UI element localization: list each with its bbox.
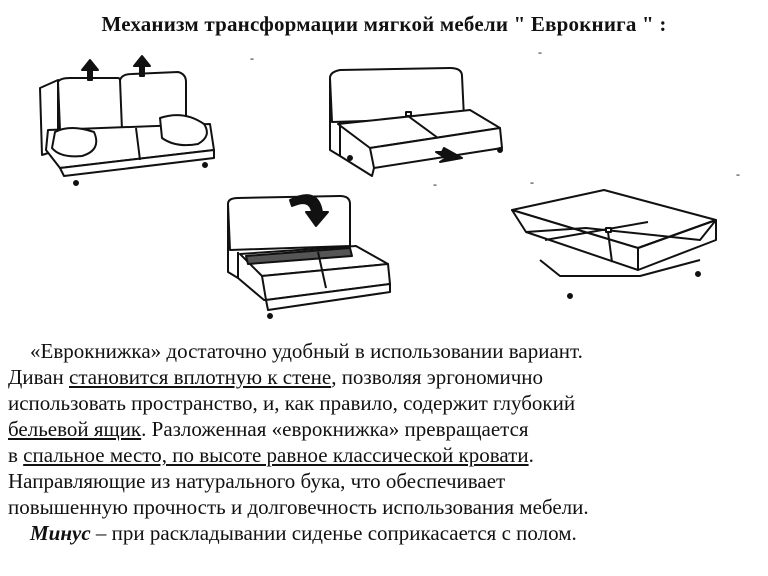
link-sleeping-place[interactable]: спальное место, по высоте равное классич…	[23, 443, 529, 467]
step-2-sofa-illustration	[329, 67, 503, 177]
stray-mark: -	[538, 45, 542, 59]
text-line: бельевой ящик. Разложенная «еврокнижка» …	[8, 417, 529, 441]
stray-mark: -	[736, 167, 740, 181]
text-line: Направляющие из натурального бука, что о…	[8, 469, 506, 493]
arrow-out-icon	[435, 147, 463, 163]
text-line: в спальное место, по высоте равное класс…	[8, 443, 534, 467]
minus-label: Минус	[30, 521, 91, 545]
rotate-arrow-icon	[289, 194, 329, 227]
transformation-illustrations	[39, 55, 717, 319]
text-line: использовать пространство, и, как правил…	[8, 391, 576, 415]
link-linen-box[interactable]: бельевой ящик	[8, 417, 142, 441]
text-line: Диван становится вплотную к стене, позво…	[8, 365, 544, 389]
stray-mark: -	[250, 51, 254, 65]
stray-mark: -	[530, 175, 534, 189]
step-3-sofa-illustration	[227, 194, 391, 319]
arrow-up-icon	[81, 59, 99, 81]
page-title: Механизм трансформации мягкой мебели " Е…	[101, 12, 667, 36]
text-line: Минус – при раскладывании сиденье соприк…	[30, 521, 577, 545]
description-paragraph: «Еврокнижка» достаточно удобный в исполь…	[8, 338, 764, 546]
step-4-bed-illustration	[511, 189, 717, 299]
step-1-sofa-illustration	[39, 55, 215, 186]
stray-mark: -	[433, 177, 437, 191]
text-line: повышенную прочность и долговечность исп…	[8, 495, 589, 519]
arrow-up-icon	[133, 55, 151, 77]
link-against-wall[interactable]: становится вплотную к стене	[69, 365, 332, 389]
text-line: «Еврокнижка» достаточно удобный в исполь…	[30, 339, 583, 363]
